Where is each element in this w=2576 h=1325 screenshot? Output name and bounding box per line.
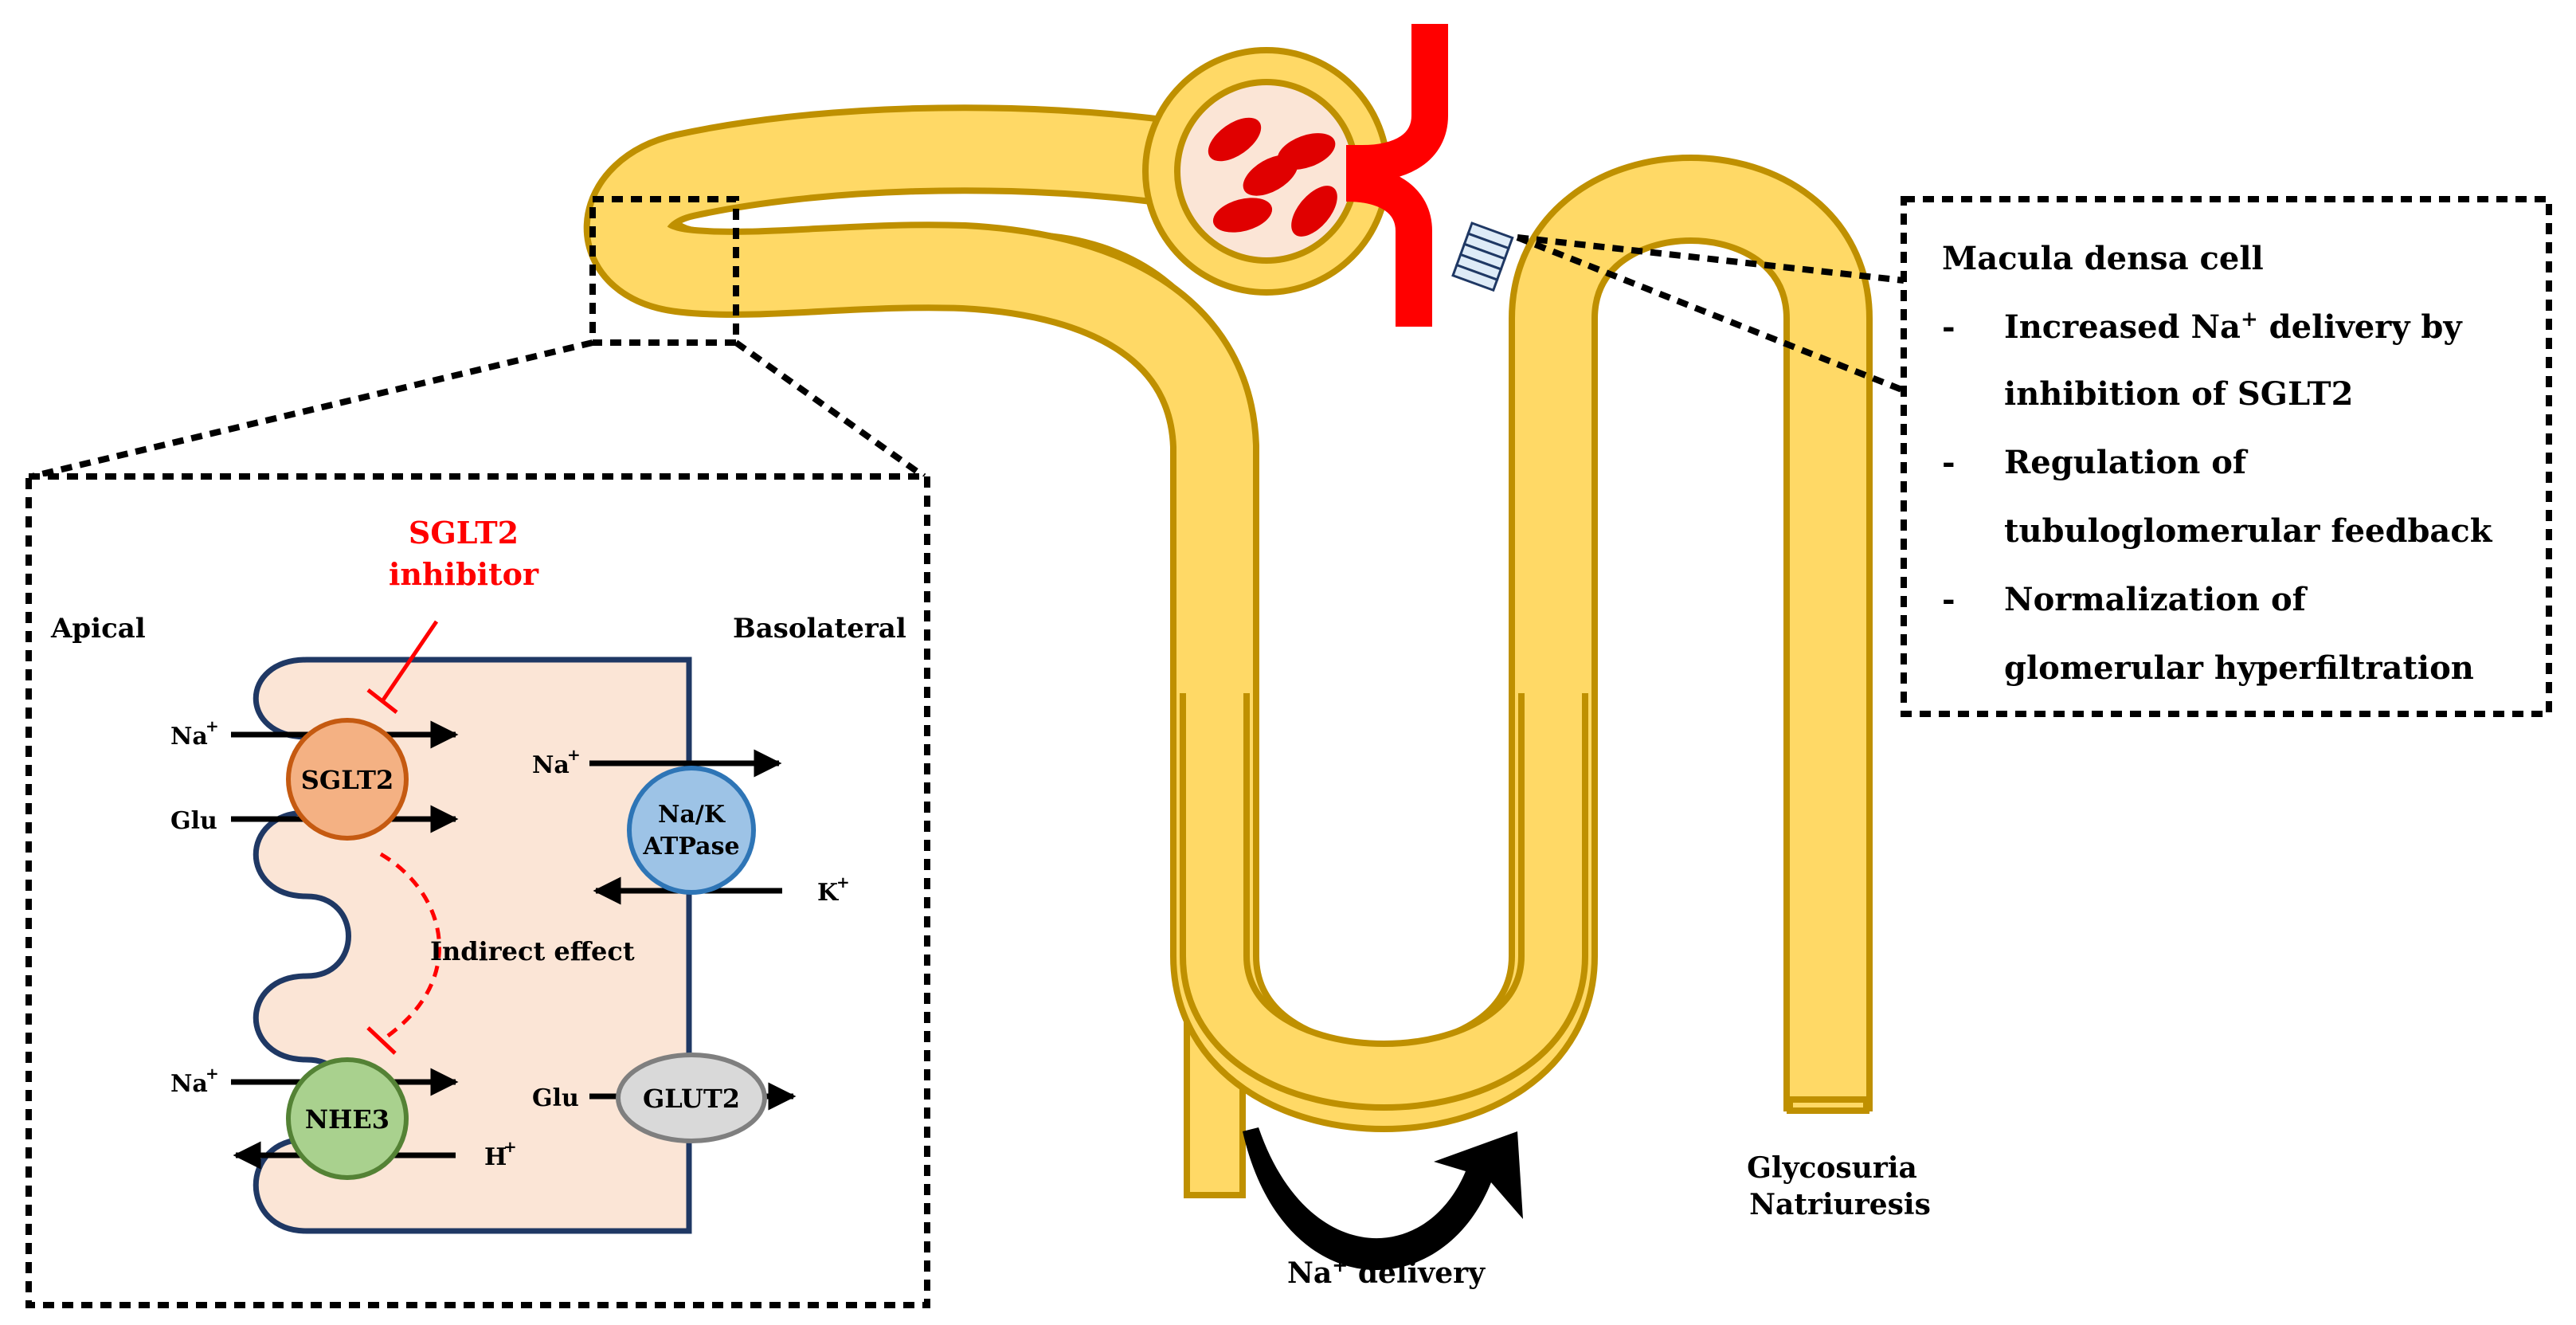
bullet2-line2: tubuloglomerular feedback: [2004, 512, 2493, 550]
na-nak-plus: +: [567, 745, 581, 764]
k-nak-label: K: [817, 879, 839, 907]
na-delivery-arrow: [1243, 1127, 1523, 1271]
tubule-end-cap: [1787, 1096, 1869, 1114]
sglt2-transporter: [286, 718, 409, 841]
glu-glut2-label: Glu: [532, 1084, 579, 1112]
bullet1-line1: Increased Na+ delivery by: [2004, 308, 2463, 346]
macula-densa-box: [1901, 196, 2552, 717]
red-blood-cell: [1291, 186, 1337, 237]
zoom-source-box: [589, 196, 739, 346]
red-blood-cell: [1208, 117, 1262, 162]
macula-densa-callout: Macula densa cell - Increased Na+ delive…: [1516, 196, 2552, 717]
indirect-effect-arc: [379, 852, 441, 1042]
inhibitor-label-line2: inhibitor: [389, 556, 539, 592]
bullet1-dash: -: [1942, 308, 1955, 346]
zoom-line-left: [31, 339, 593, 480]
callout-line-bottom: [1516, 234, 1905, 394]
h-nhe3-label: H: [484, 1143, 507, 1171]
inhibitor-tbar: [366, 688, 398, 714]
indirect-effect-tbar: [366, 1026, 397, 1055]
nak-label-line2: ATPase: [642, 833, 739, 860]
glut2-transporter: [616, 1053, 767, 1143]
tubule-pipe-fill: [589, 111, 1866, 1126]
na-sglt2-plus: +: [206, 716, 219, 735]
efferent-arteriole: [1345, 165, 1432, 327]
inhibitor-line: [380, 620, 439, 703]
glomerulus: [1142, 24, 1448, 327]
nhe3-transporter: [286, 1057, 409, 1180]
callout-line-top: [1517, 234, 1905, 284]
na-nak-label: Na: [532, 751, 570, 779]
macula-densa-cells: [1451, 221, 1514, 292]
nephron-tubule: [583, 104, 1873, 1198]
na-delivery-label: Na+ delivery: [1287, 1253, 1486, 1291]
na-nhe3-label: Na: [170, 1070, 208, 1098]
glu-sglt2-label: Glu: [170, 807, 217, 835]
nak-atpase-transporter: [627, 766, 756, 895]
k-nak-plus: +: [836, 872, 850, 892]
sglt2-label: SGLT2: [301, 765, 393, 795]
indirect-effect-label: Indirect effect: [430, 936, 635, 966]
inhibitor-label-line1: SGLT2: [409, 515, 519, 551]
nak-label-line1: Na/K: [658, 801, 726, 829]
basolateral-label: Basolateral: [733, 613, 906, 645]
bullet1-line2: inhibition of SGLT2: [2004, 375, 2353, 413]
zoom-line-right: [734, 339, 926, 480]
bullet3-line1: Normalization of: [2004, 581, 2308, 618]
inset-cell-diagram: Apical Basolateral SGLT2 inhibitor SGLT2…: [25, 473, 930, 1308]
bottom-labels: Glycosuria Natriuresis Na+ delivery: [1243, 1127, 1931, 1290]
bullet2-dash: -: [1942, 444, 1955, 481]
red-blood-cell: [1243, 155, 1298, 196]
h-nhe3-plus: +: [503, 1137, 517, 1156]
bullet2-line1: Regulation of: [2004, 444, 2249, 481]
glut2-label: GLUT2: [643, 1084, 740, 1114]
natriuresis-label: Natriuresis: [1749, 1188, 1931, 1221]
na-sglt2-label: Na: [170, 723, 208, 751]
na-nhe3-plus: +: [206, 1064, 219, 1083]
zoom-callout: [31, 196, 926, 480]
bullet3-line2: glomerular hyperfiltration: [2004, 649, 2474, 687]
glycosuria-label: Glycosuria: [1747, 1151, 1917, 1185]
nhe3-label: NHE3: [305, 1104, 390, 1135]
apical-label: Apical: [50, 613, 146, 645]
afferent-arteriole: [1346, 24, 1448, 182]
thin-limb-fill: [1186, 693, 1582, 1104]
red-blood-cell: [1212, 198, 1273, 233]
bullet3-dash: -: [1942, 581, 1955, 618]
macula-densa-title: Macula densa cell: [1942, 240, 2264, 277]
